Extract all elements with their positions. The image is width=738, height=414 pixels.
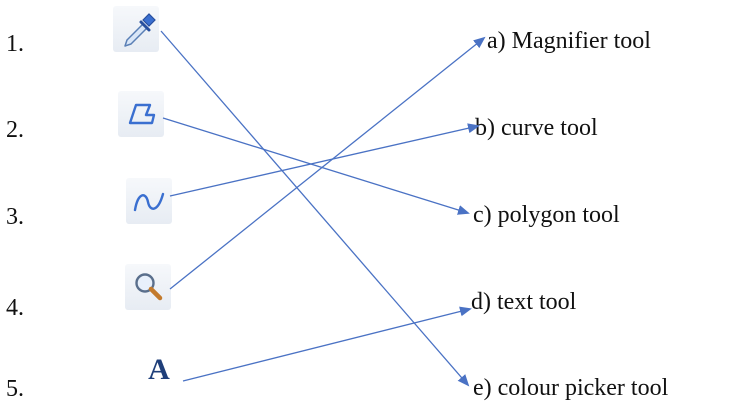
colour-picker-icon-graphic [124,13,156,47]
item-number-5: 5. [6,376,24,402]
text-icon: A [139,350,179,390]
item-number-1: 1. [6,31,24,57]
connector-5-to-d [182,306,472,382]
item-number-3: 3. [6,204,24,230]
text-icon-glyph: A [148,353,170,386]
connector-4-to-a [169,36,486,290]
curve-icon [126,178,172,224]
item-number-4: 4. [6,295,24,321]
answer-e: e) colour picker tool [473,375,669,401]
answer-d: d) text tool [471,289,577,315]
curve-icon-graphic [133,192,165,212]
polygon-icon [118,91,164,137]
answer-a: a) Magnifier tool [487,28,651,54]
answer-c: c) polygon tool [473,202,620,228]
answer-b: b) curve tool [475,115,598,141]
item-number-2: 2. [6,117,24,143]
colour-picker-icon [113,6,159,52]
connector-2-to-c [162,117,470,215]
connector-1-to-e [160,30,470,387]
magnifier-icon [125,264,171,310]
magnifier-icon-graphic [135,273,163,301]
polygon-icon-graphic [128,103,156,125]
connector-3-to-b [169,123,480,197]
